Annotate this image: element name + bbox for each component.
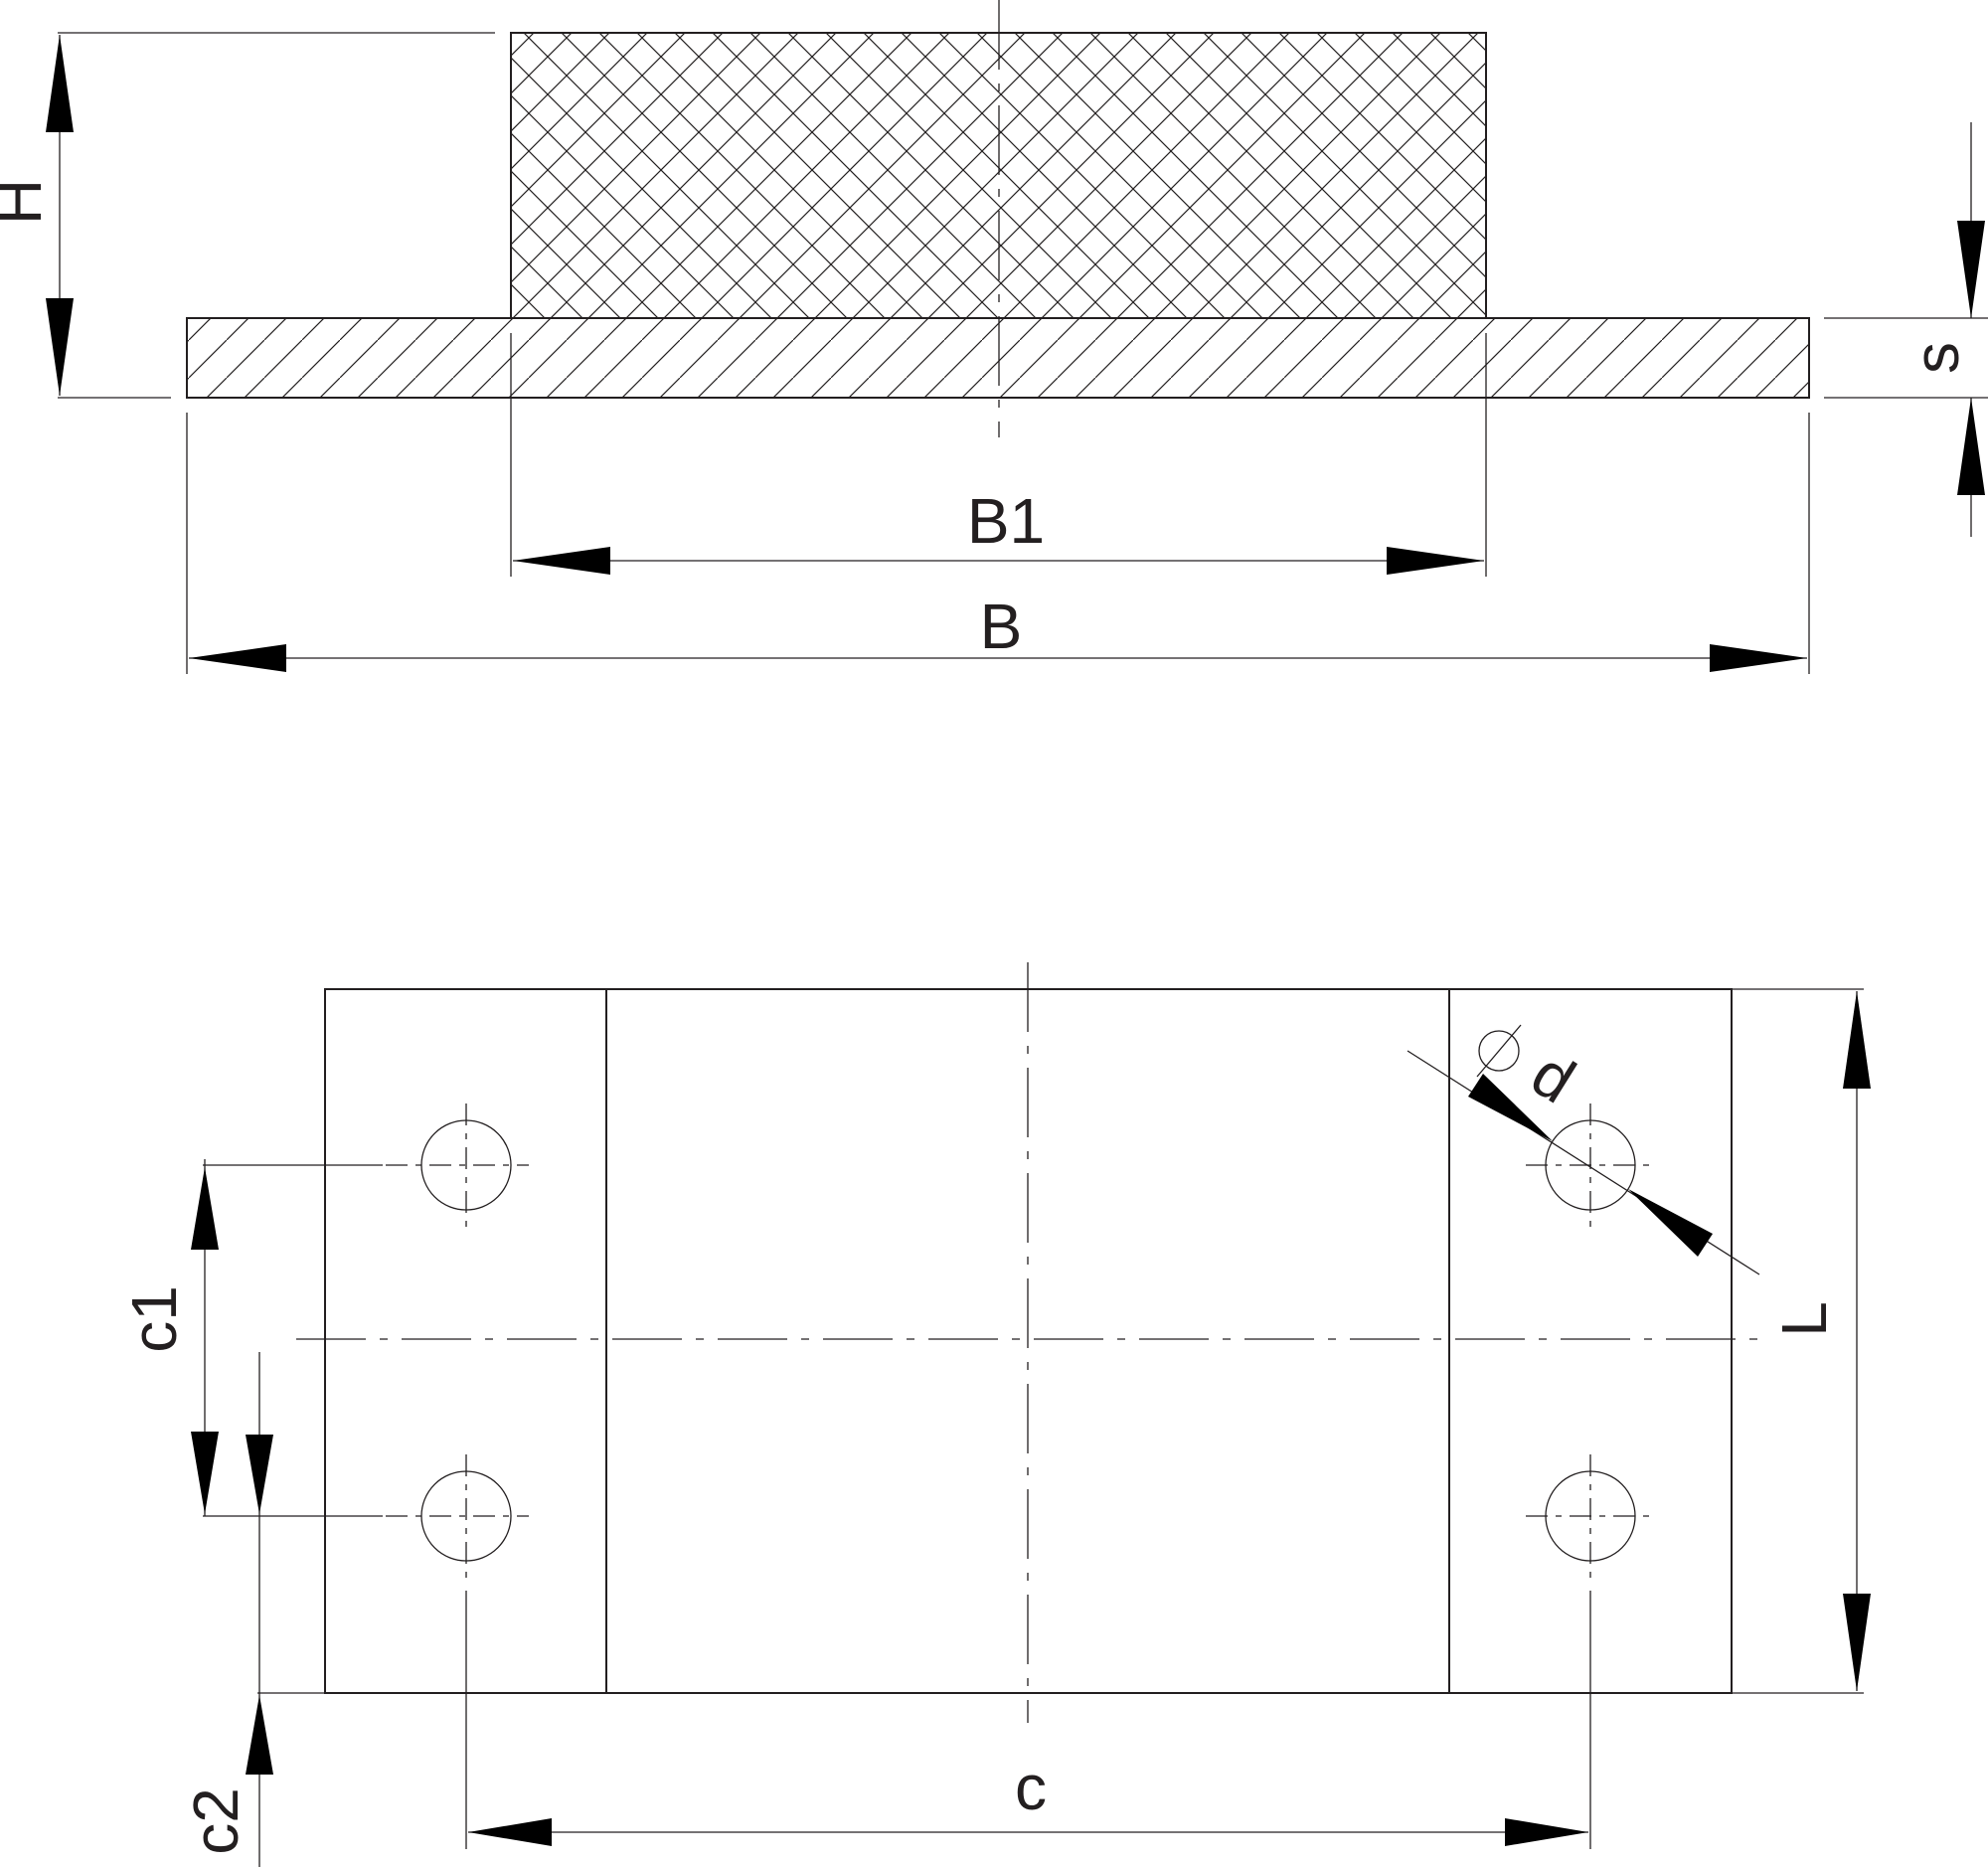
c-arrow-right [1505,1818,1588,1846]
label-b1: B1 [967,485,1045,557]
label-s: s [1901,342,1972,374]
label-c1: c1 [118,1285,190,1353]
b-arrow-left [189,644,286,672]
d-arrow-upper [1468,1074,1553,1141]
hole-bottom-left [386,1454,529,1578]
label-c: c [1015,1752,1047,1823]
base-plate [186,317,1810,399]
label-d: d [1520,1038,1587,1117]
label-c2: c2 [180,1787,251,1855]
h-arrow-bottom [46,298,74,396]
l-arrow-bottom [1843,1594,1871,1691]
h-arrow-top [46,35,74,132]
hole-top-right [1526,1103,1655,1227]
c1-arrow-bottom [191,1432,219,1514]
hole-top-left [386,1103,529,1227]
diameter-symbol-icon [1478,1030,1520,1072]
side-view: H s B1 B [0,0,1988,674]
c-arrow-left [468,1818,552,1846]
label-h: H [0,179,55,225]
top-view: d L c1 c2 c [118,962,1871,1867]
s-arrow-bottom [1957,398,1985,495]
b1-arrow-right [1387,547,1484,575]
hole-bottom-right [1526,1454,1655,1578]
c2-arrow-up [246,1695,273,1775]
c2-arrow-down [246,1435,273,1514]
b-arrow-right [1710,644,1807,672]
b1-arrow-left [513,547,610,575]
c1-arrow-top [191,1167,219,1250]
s-arrow-top [1957,221,1985,318]
label-b: B [980,591,1023,662]
label-l: L [1768,1301,1840,1337]
d-arrow-lower [1628,1189,1713,1257]
l-arrow-top [1843,991,1871,1089]
